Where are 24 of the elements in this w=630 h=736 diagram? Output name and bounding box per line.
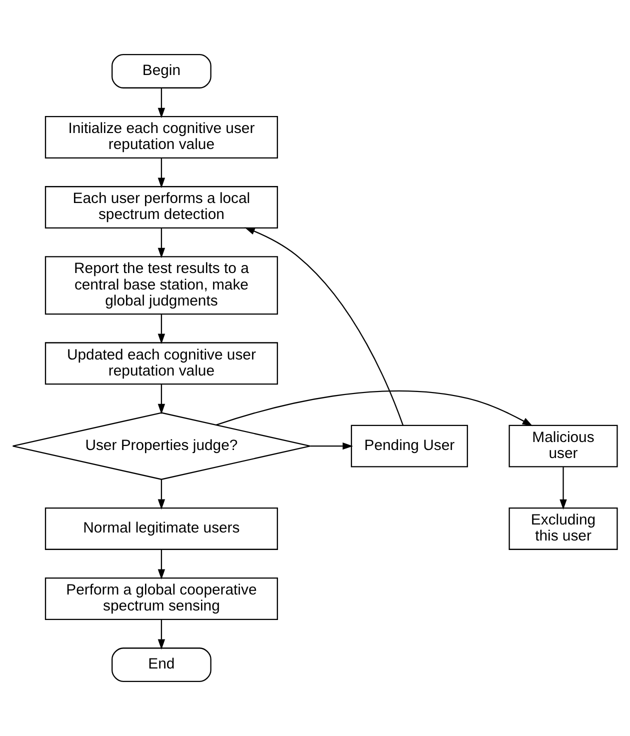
arrow — [158, 158, 166, 188]
node-box: End — [112, 648, 212, 682]
node-diamond: User Properties judge? — [12, 412, 311, 480]
node-box: Pending User — [350, 424, 468, 468]
node-box: Begin — [112, 54, 212, 88]
arrow — [158, 88, 166, 118]
node-box: Perform a global cooperative spectrum sensing — [44, 578, 278, 620]
arrow — [158, 620, 166, 650]
node-box: Each user performs a local spectrum detection — [44, 186, 278, 229]
arrow — [158, 479, 166, 510]
arrow — [158, 228, 166, 258]
arrow — [310, 442, 353, 450]
node-box: Excluding this user — [508, 507, 618, 550]
node-box: Normal legitimate users — [44, 507, 278, 550]
arrow — [158, 549, 166, 580]
arrow — [216, 390, 533, 426]
node-box: Updated each cognitive user reputation value — [44, 342, 278, 385]
arrow — [244, 227, 404, 426]
arrow — [158, 314, 166, 344]
arrow — [158, 384, 166, 414]
node-box: Initialize each cognitive user reputation value — [44, 116, 278, 158]
node-box: Report the test results to a central base station, make global judgments — [44, 256, 278, 315]
node-box: Malicious user — [508, 424, 618, 468]
arrow — [560, 467, 567, 510]
